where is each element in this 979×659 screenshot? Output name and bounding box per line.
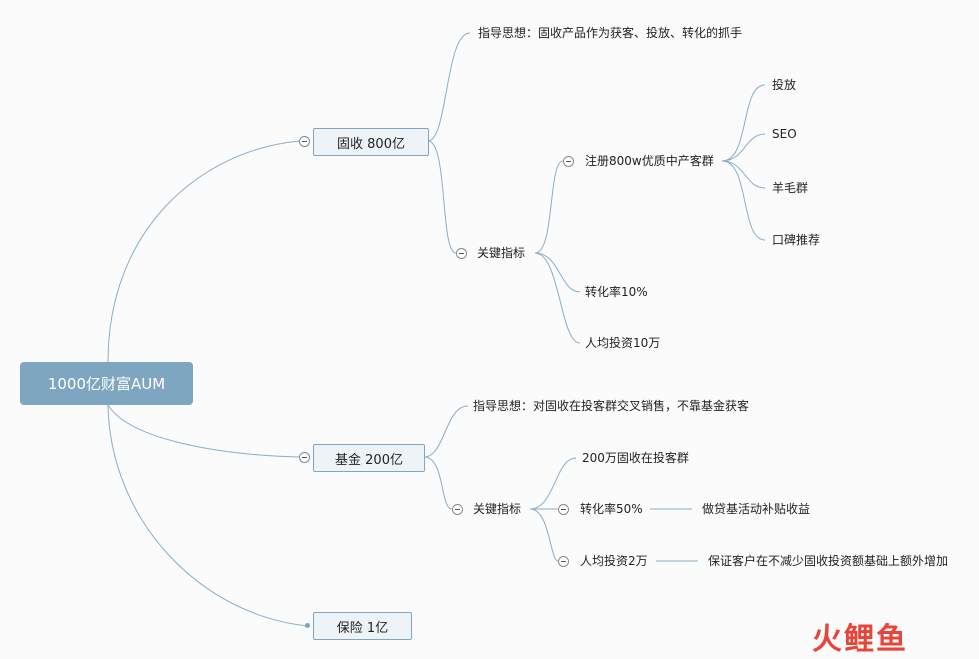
metric-item[interactable]: 人均投资2万 — [580, 554, 648, 568]
branch-label: 固收 800亿 — [337, 136, 405, 152]
branch-label: 保险 1亿 — [336, 620, 389, 636]
link-root-insurance — [107, 404, 309, 627]
metric-note[interactable]: 保证客户在不减少固收投资额基础上额外增加 — [708, 554, 949, 568]
branch-fixed-income[interactable]: 固收 800亿 — [313, 128, 429, 156]
channel-item[interactable]: 羊毛群 — [772, 181, 809, 195]
collapse-toggle-icon[interactable] — [563, 156, 574, 167]
link-fund-guide — [423, 405, 469, 458]
key-metrics-label[interactable]: 关键指标 — [473, 502, 522, 516]
guide-text[interactable]: 指导思想：对固收在投客群交叉销售，不靠基金获客 — [473, 399, 750, 413]
guide-text[interactable]: 指导思想：固收产品作为获客、投放、转化的抓手 — [478, 26, 743, 40]
metric-item[interactable]: 转化率10% — [585, 285, 648, 299]
metric-item[interactable]: 200万固收在投客群 — [582, 451, 689, 465]
link-reg-ch4 — [721, 160, 766, 241]
branch-label: 基金 200亿 — [335, 452, 403, 468]
connector-dot — [305, 623, 310, 628]
link-reg-ch3 — [721, 160, 766, 189]
link-fund-key — [423, 456, 453, 510]
channel-item[interactable]: 口碑推荐 — [772, 233, 821, 247]
channel-item[interactable]: SEO — [772, 127, 797, 141]
link-fi-guide — [427, 32, 471, 142]
root-node[interactable]: 1000亿财富AUM — [20, 362, 193, 405]
collapse-toggle-icon[interactable] — [558, 556, 569, 567]
metric-item[interactable]: 人均投资10万 — [585, 336, 661, 350]
link-reg-ch2 — [721, 133, 766, 162]
channel-item[interactable]: 投放 — [772, 78, 797, 92]
collapse-toggle-icon[interactable] — [558, 504, 569, 515]
branch-fund[interactable]: 基金 200亿 — [313, 444, 425, 472]
link-fi-key — [427, 140, 457, 254]
link-fi-key-conv — [534, 252, 581, 293]
link-root-fund — [107, 404, 301, 458]
metric-note[interactable]: 做贷基活动补贴收益 — [702, 502, 811, 516]
collapse-toggle-icon[interactable] — [452, 504, 463, 515]
metric-item[interactable]: 注册800w优质中产客群 — [585, 154, 714, 168]
link-fi-key-register — [534, 160, 564, 254]
collapse-toggle-icon[interactable] — [299, 136, 310, 147]
metric-item[interactable]: 转化率50% — [580, 502, 643, 516]
link-reg-ch1 — [721, 84, 766, 162]
link-fi-key-avg — [534, 252, 581, 344]
link-fund-key-m3 — [529, 508, 559, 562]
collapse-toggle-icon[interactable] — [456, 248, 467, 259]
link-fund-key-m1 — [529, 457, 577, 510]
key-metrics-label[interactable]: 关键指标 — [477, 246, 526, 260]
link-root-fixed-income — [107, 140, 301, 363]
branch-insurance[interactable]: 保险 1亿 — [313, 612, 412, 640]
root-label: 1000亿财富AUM — [47, 375, 166, 393]
collapse-toggle-icon[interactable] — [299, 452, 310, 463]
watermark-logo: 火鲤鱼 — [812, 622, 908, 657]
